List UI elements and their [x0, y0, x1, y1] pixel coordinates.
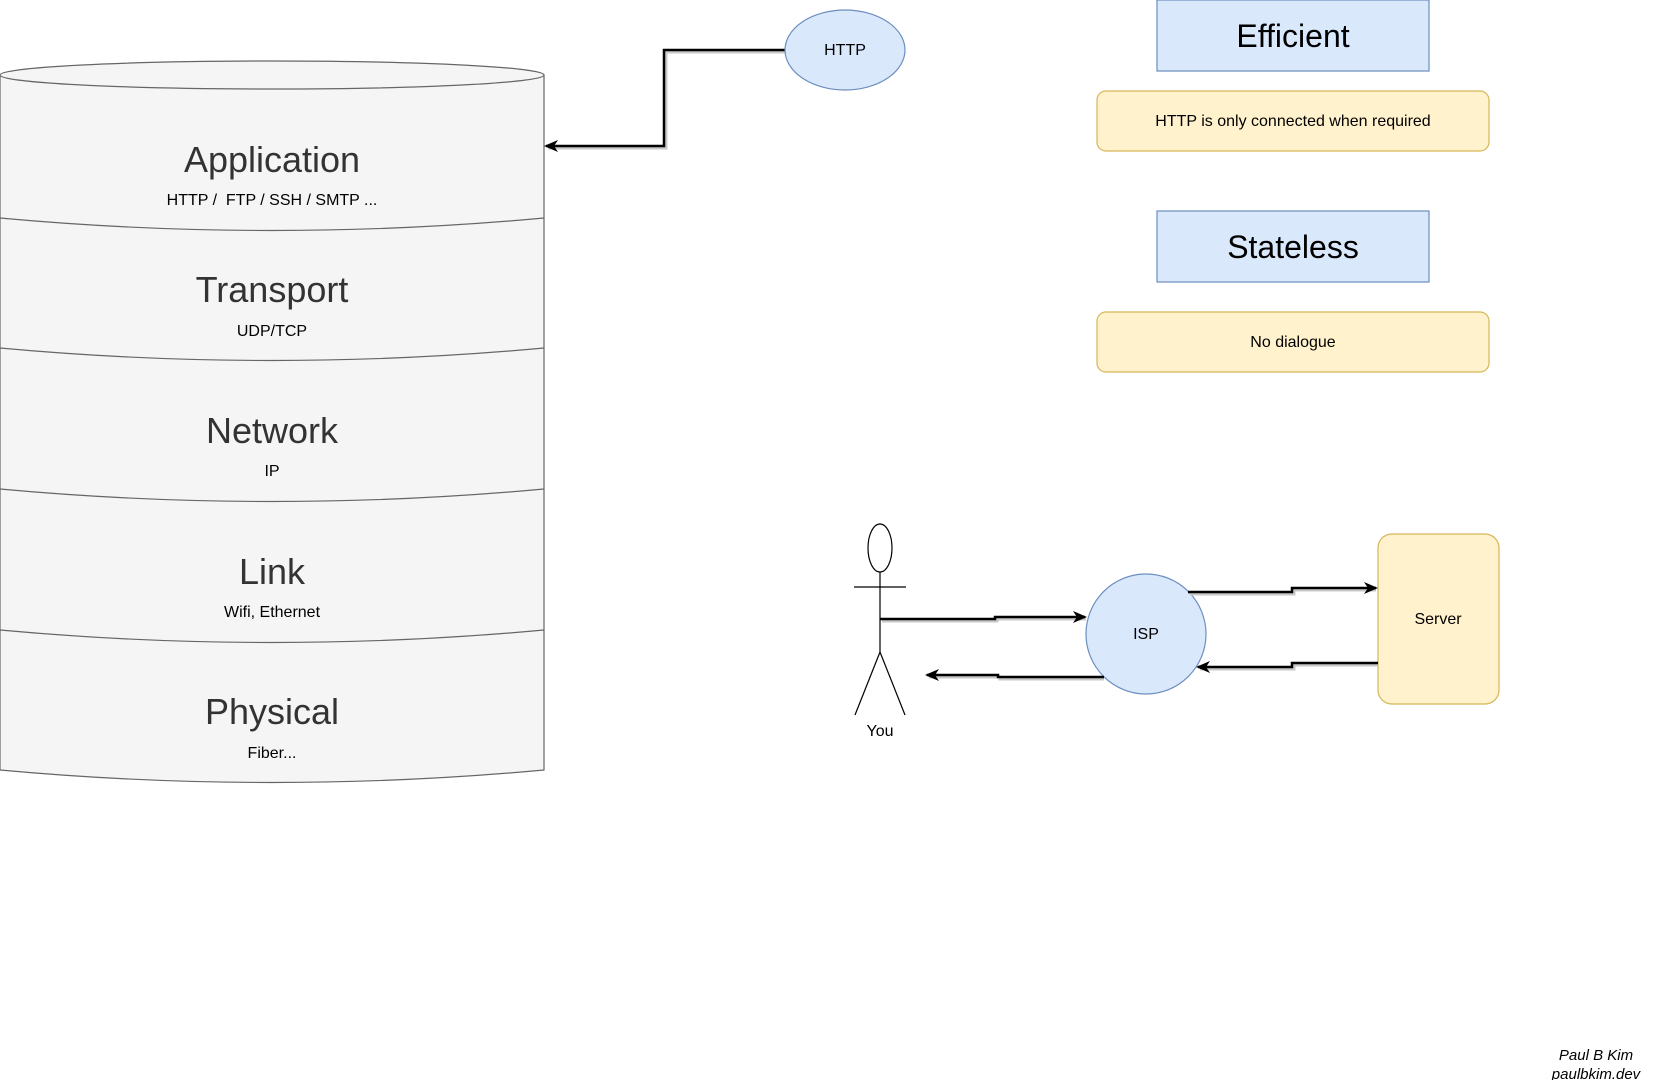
- isp-to-user-arrow: [925, 669, 1104, 681]
- author-credit: Paul B Kim paulbkim.dev: [1551, 1047, 1642, 1080]
- stack-divider: [0, 347, 545, 362]
- isp-circle: [1085, 573, 1207, 695]
- isp-node: ISP: [1085, 573, 1207, 695]
- property-efficient: Efficient HTTP is only connected when re…: [1096, 0, 1490, 152]
- efficient-heading-box: [1156, 0, 1430, 72]
- flow-edges: [880, 582, 1378, 681]
- layer-subtitle-transport: UDP/TCP: [237, 323, 307, 340]
- actor-head-icon: [867, 523, 893, 573]
- stack-divider: [0, 488, 545, 503]
- http-to-application-arrow: [544, 48, 785, 152]
- efficient-heading: Efficient: [1236, 18, 1349, 54]
- stateless-note: No dialogue: [1250, 334, 1336, 351]
- stateless-note-box: [1096, 311, 1490, 373]
- http-ellipse: [784, 9, 906, 91]
- http-connector: [544, 48, 785, 152]
- layer-title-link: Link: [239, 551, 306, 592]
- credit-site: paulbkim.dev: [1551, 1066, 1642, 1080]
- layer-subtitle-physical: Fiber...: [248, 745, 297, 762]
- user-label: You: [867, 723, 894, 740]
- layer-subtitle-application: HTTP / FTP / SSH / SMTP ...: [167, 192, 378, 209]
- efficient-note: HTTP is only connected when required: [1155, 113, 1430, 130]
- http-edge-shadow: [548, 50, 785, 150]
- protocol-stack: Application HTTP / FTP / SSH / SMTP ... …: [0, 60, 545, 784]
- isp-to-server-arrow: [1188, 582, 1378, 594]
- layer-subtitle-network: IP: [264, 463, 279, 480]
- stack-top: [0, 60, 545, 90]
- user-to-isp-arrow: [880, 611, 1087, 623]
- http-node: HTTP: [784, 9, 906, 91]
- server-label: Server: [1414, 611, 1462, 628]
- stack-divider: [0, 629, 545, 644]
- server-box: [1377, 533, 1500, 705]
- efficient-note-box: [1096, 90, 1490, 152]
- stateless-heading-box: [1156, 210, 1430, 283]
- layer-subtitle-link: Wifi, Ethernet: [224, 604, 321, 621]
- isp-label: ISP: [1133, 626, 1159, 643]
- actor-left-leg: [854, 651, 881, 716]
- stack-body: [0, 74, 545, 784]
- property-stateless: Stateless No dialogue: [1096, 210, 1490, 373]
- layer-title-network: Network: [206, 410, 339, 451]
- user-actor: You: [854, 523, 906, 740]
- layer-title-application: Application: [184, 139, 360, 180]
- credit-name: Paul B Kim: [1559, 1047, 1633, 1064]
- user-to-isp-shadow: [882, 617, 1086, 623]
- layer-title-transport: Transport: [196, 269, 349, 310]
- layer-title-physical: Physical: [205, 691, 339, 732]
- server-to-isp-shadow: [1200, 663, 1378, 671]
- server-to-isp-arrow: [1196, 661, 1378, 673]
- isp-to-server-shadow: [1190, 588, 1376, 596]
- stack-divider: [0, 217, 545, 232]
- stateless-heading: Stateless: [1227, 229, 1359, 265]
- http-node-label: HTTP: [824, 42, 866, 59]
- server-node: Server: [1377, 533, 1500, 705]
- actor-right-leg: [879, 651, 906, 716]
